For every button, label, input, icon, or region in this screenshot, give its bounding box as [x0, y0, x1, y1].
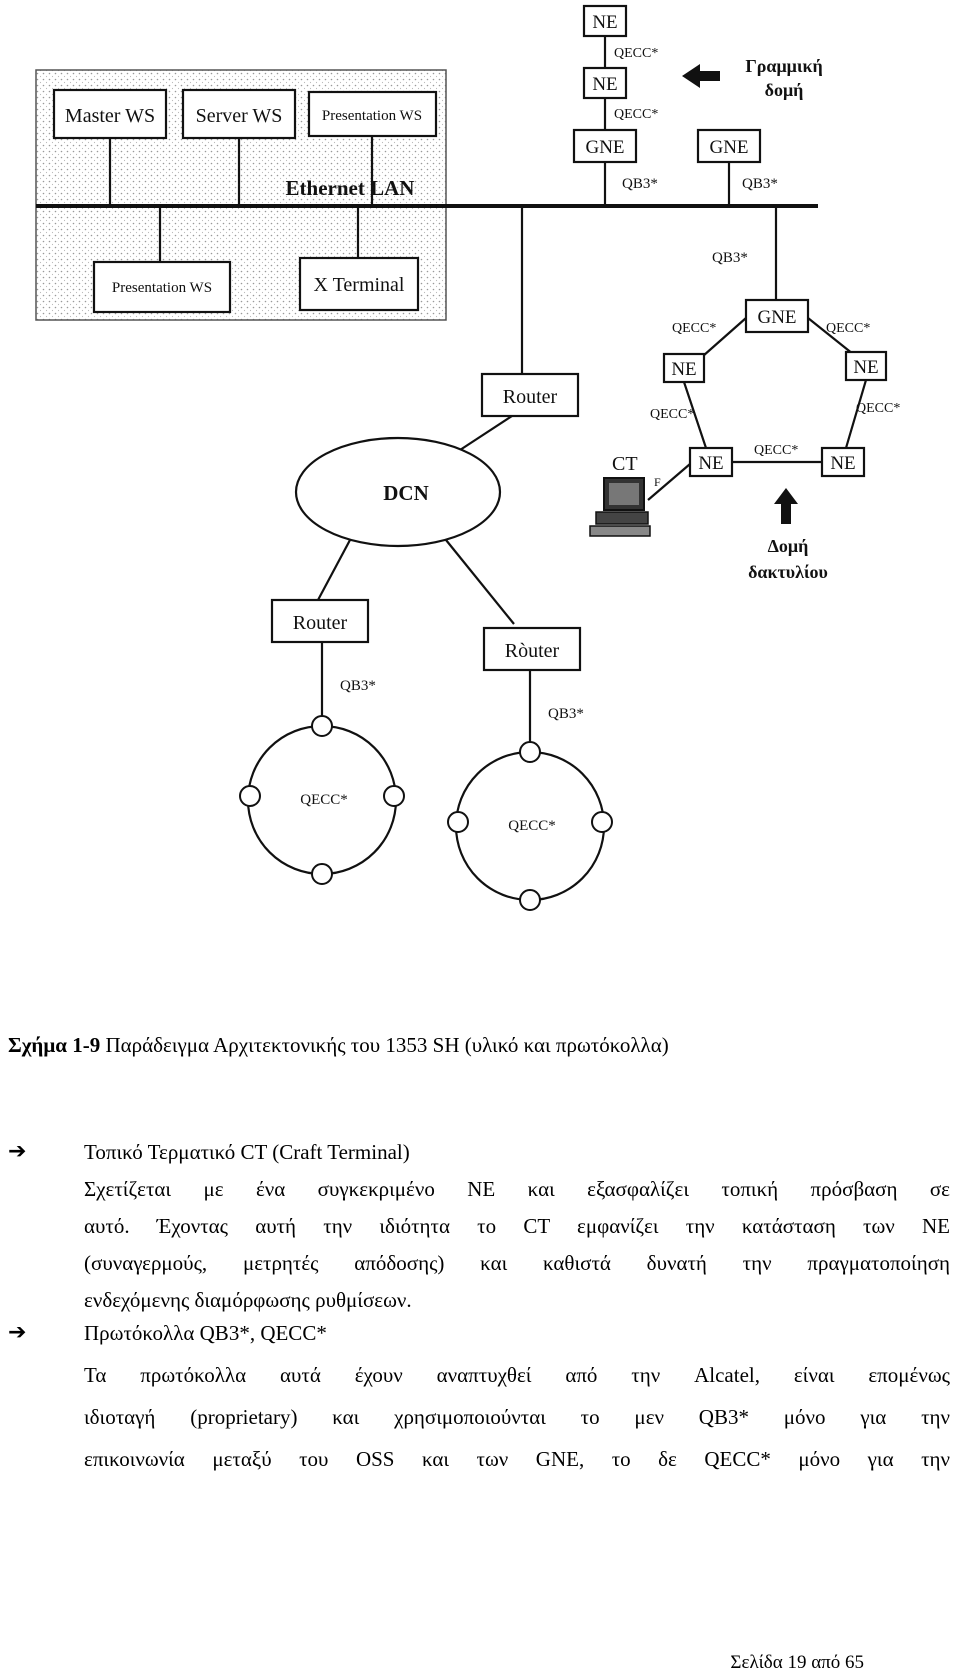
- figure-caption: Σχήμα 1-9 Παράδειγμα Αρχιτεκτονικής του …: [8, 1032, 948, 1058]
- qb3-label-ring: QB3*: [712, 250, 748, 266]
- paragraph-line: Σχετίζεται με ένα συγκεκριμένο NE και εξ…: [84, 1177, 950, 1201]
- paragraph-line: (συναγερμούς, μετρητές απόδοσης) και καθ…: [84, 1251, 950, 1275]
- ne-label-ring-left: NE: [671, 359, 696, 380]
- master-ws-node: Master WS: [52, 88, 168, 140]
- ring-structure-arrow: Δομή δακτυλίου: [748, 488, 828, 582]
- router-top: Router: [480, 372, 580, 418]
- paragraph-line: επικοινωνία μεταξύ του OSS και των GNE, …: [84, 1447, 950, 1471]
- linear-structure-label-2: δομή: [765, 80, 804, 100]
- gne-label-ring: GNE: [757, 307, 796, 328]
- master-ws-label: Master WS: [65, 105, 155, 127]
- figure-caption-text: Παράδειγμα Αρχιτεκτονικής του 1353 SH (υ…: [100, 1033, 669, 1057]
- linear-structure-arrow: Γραμμική δομή: [682, 56, 823, 100]
- ct-label: CT: [612, 453, 638, 475]
- router-bottom-left: Router: [270, 598, 370, 644]
- bullet-heading-ct: Τοπικό Τερματικό CT (Craft Terminal): [84, 1140, 410, 1164]
- qb3-label-bottom-middle: QB3*: [548, 706, 584, 722]
- qb3-label-linear: QB3*: [622, 176, 658, 192]
- ne-label-ring-bl: NE: [698, 453, 723, 474]
- paragraph-line: αυτό. Έχοντας αυτή την ιδιότητα το CT εμ…: [84, 1214, 950, 1238]
- presentation-ws-node-bottom: Presentation WS: [92, 260, 232, 314]
- qecc-label-ring-4: QECC*: [856, 401, 900, 416]
- qecc-label-bottom-left: QECC*: [300, 792, 348, 808]
- ring-bottom-middle: QECC*: [447, 741, 613, 911]
- presentation-ws-node-top: Presentation WS: [307, 90, 438, 138]
- bullet-heading-protocols: Πρωτόκολλα QB3*, QECC*: [84, 1321, 327, 1345]
- x-terminal-node: X Terminal: [298, 256, 420, 312]
- ne-label-linear-2: NE: [592, 74, 617, 95]
- qecc-label-bottom-middle: QECC*: [508, 818, 556, 834]
- presentation-ws-label-top: Presentation WS: [322, 108, 422, 124]
- router-label-bottom-left: Router: [293, 612, 348, 634]
- gne-label-bus: GNE: [709, 137, 748, 158]
- page-footer: Σελίδα 19 από 65: [730, 1652, 864, 1673]
- gne-bus-node: GNE QB3*: [696, 128, 778, 206]
- linear-structure-label-1: Γραμμική: [745, 56, 822, 76]
- qecc-label-ring-3: QECC*: [650, 407, 694, 422]
- f-label: F: [654, 475, 661, 489]
- ne-label-linear-1: NE: [592, 12, 617, 33]
- ethernet-lan-label: Ethernet LAN: [286, 176, 415, 200]
- ring-structure: GNE QECC* QECC* NE NE QECC* QECC* NE NE …: [650, 298, 900, 478]
- x-terminal-label: X Terminal: [314, 274, 405, 296]
- gne-label-linear: GNE: [585, 137, 624, 158]
- qb3-label-bottom-left: QB3*: [340, 678, 376, 694]
- qecc-label-ring-1: QECC*: [672, 321, 716, 336]
- paragraph-line: ενδεχόμενης διαμόρφωσης ρυθμίσεων.: [84, 1288, 412, 1312]
- router-bottom-middle: Ròuter: [482, 626, 582, 672]
- dcn-cloud: DCN: [294, 436, 502, 548]
- paragraph-line: Τα πρωτόκολλα αυτά έχουν αναπτυχθεί από …: [84, 1363, 950, 1387]
- qecc-label-linear-1: QECC*: [614, 46, 658, 61]
- qecc-label-linear-2: QECC*: [614, 107, 658, 122]
- network-architecture-diagram: Master WS Server WS Presentation WS Ethe…: [35, 4, 900, 911]
- ring-structure-label-2: δακτυλίου: [748, 562, 828, 582]
- paragraph-line: ιδιοταγή (proprietary) και χρησιμοποιούν…: [84, 1405, 950, 1429]
- qecc-label-ring-2: QECC*: [826, 321, 870, 336]
- craft-terminal: CT F: [589, 453, 691, 537]
- qecc-label-ring-5: QECC*: [754, 443, 798, 458]
- dcn-label: DCN: [383, 481, 429, 505]
- ne-label-ring-right: NE: [853, 357, 878, 378]
- router-label-bottom-middle: Ròuter: [505, 640, 560, 662]
- ne-label-ring-br: NE: [830, 453, 855, 474]
- server-ws-node: Server WS: [181, 88, 297, 140]
- arrow-bullet-icon: ➔: [8, 1320, 27, 1345]
- ring-bottom-left: QECC*: [239, 715, 405, 885]
- figure-caption-label: Σχήμα 1-9: [8, 1033, 101, 1057]
- linear-chain: NE QECC* NE QECC* GNE QB3*: [572, 4, 658, 206]
- qb3-label-bus: QB3*: [742, 176, 778, 192]
- server-ws-label: Server WS: [196, 105, 283, 127]
- router-label-top: Router: [503, 386, 558, 408]
- presentation-ws-label-bottom: Presentation WS: [112, 280, 212, 296]
- ring-structure-label-1: Δομή: [768, 536, 809, 556]
- arrow-bullet-icon: ➔: [8, 1139, 27, 1164]
